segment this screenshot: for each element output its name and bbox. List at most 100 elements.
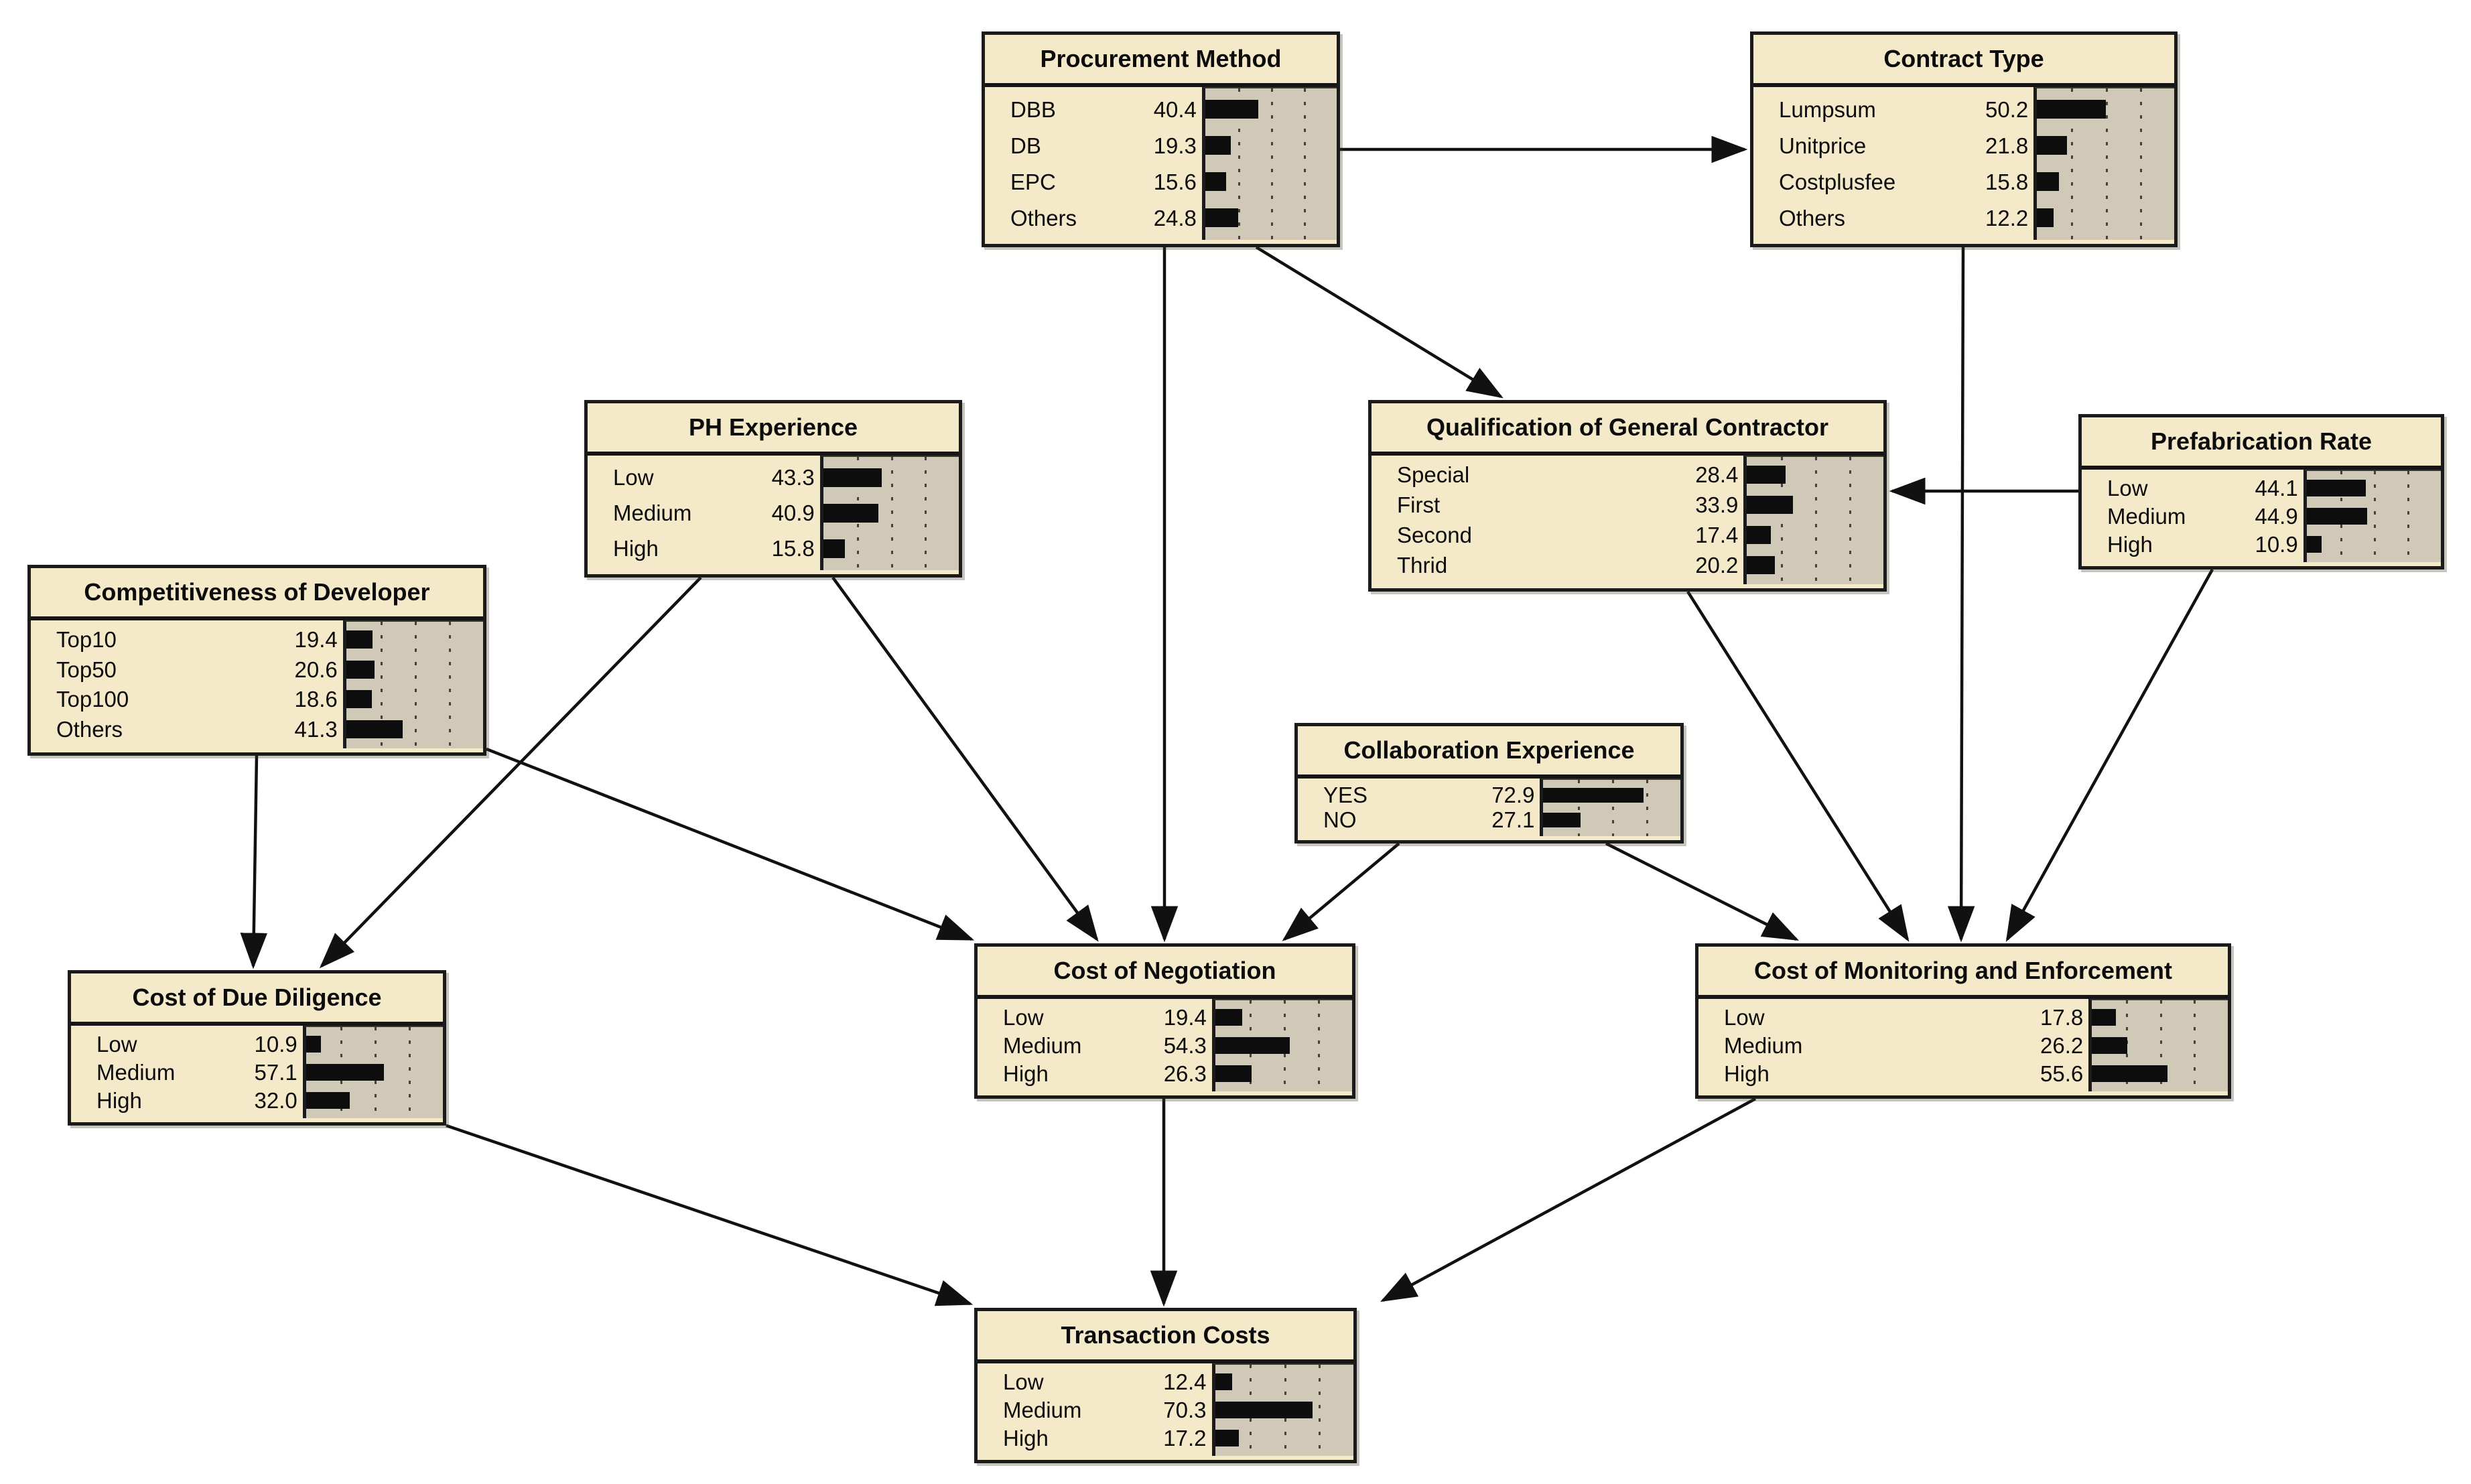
grid-line	[1781, 457, 1784, 584]
prob-bar	[1215, 1429, 1240, 1446]
edge-cost-due-diligence-to-transaction-costs[interactable]	[446, 1124, 974, 1306]
state-probability: 21.8	[1985, 133, 2029, 158]
probability-bar-area	[1201, 87, 1337, 240]
prob-bar	[2092, 1008, 2117, 1026]
state-probability: 26.2	[2040, 1032, 2084, 1058]
prob-bar	[346, 660, 375, 679]
prob-bar	[306, 1091, 350, 1109]
prob-bar	[2306, 507, 2367, 525]
state-label: Medium	[2107, 503, 2186, 529]
state-probability: 17.4	[1695, 523, 1739, 547]
prob-bar	[1747, 496, 1794, 514]
state-label: Low	[2107, 475, 2148, 500]
state-label: First	[1397, 492, 1441, 517]
state-probability: 17.2	[1163, 1425, 1207, 1451]
state-label: Others	[1010, 205, 1077, 230]
edge-ph-experience-to-cost-due-diligence[interactable]	[319, 576, 702, 969]
prob-bar	[1205, 100, 1259, 119]
grid-line	[2194, 1000, 2196, 1091]
grid-line	[380, 622, 383, 748]
state-label: High	[2107, 531, 2153, 557]
node-title: Qualification of General Contractor	[1372, 403, 1883, 456]
grid-line	[2159, 1000, 2162, 1091]
edge-cost-monitoring-to-transaction-costs[interactable]	[1380, 1097, 1757, 1302]
state-probability: 40.9	[771, 500, 815, 525]
state-probability: 12.2	[1985, 205, 2029, 230]
state-probability: 26.3	[1163, 1061, 1207, 1086]
edge-collaboration-experience-to-cost-monitoring[interactable]	[1605, 841, 1800, 941]
state-probability: 55.6	[2040, 1061, 2084, 1086]
prob-bar	[2306, 535, 2322, 553]
state-label: Low	[1003, 1369, 1044, 1394]
state-probability: 15.8	[1985, 169, 2029, 194]
edge-competitiveness-developer-to-cost-negotiation[interactable]	[486, 747, 975, 941]
state-label: Top10	[56, 626, 117, 652]
edge-procurement-method-to-qualification-gc[interactable]	[1255, 246, 1504, 399]
grid-line	[925, 457, 927, 570]
edge-collaboration-experience-to-cost-negotiation[interactable]	[1282, 842, 1400, 941]
edge-ph-experience-to-cost-negotiation[interactable]	[831, 576, 1099, 942]
state-row[interactable]: Others 24.8	[985, 200, 1202, 236]
edge-competitiveness-developer-to-cost-due-diligence[interactable]	[240, 755, 268, 969]
edge-qualification-gc-to-cost-monitoring[interactable]	[1686, 590, 1910, 942]
state-probability: 24.8	[1153, 205, 1197, 230]
node-title: Cost of Negotiation	[978, 947, 1352, 999]
grid-line	[2105, 88, 2108, 240]
grid-line	[1577, 780, 1580, 836]
edge-contract-type-to-cost-monitoring[interactable]	[1947, 247, 1975, 943]
prob-bar	[346, 630, 373, 649]
prob-bar	[346, 690, 372, 709]
probability-bar-area	[819, 456, 959, 570]
edge-prefabrication-rate-to-cost-monitoring[interactable]	[2005, 568, 2214, 942]
prob-bar	[1215, 1036, 1290, 1054]
state-label: Top100	[56, 687, 129, 712]
